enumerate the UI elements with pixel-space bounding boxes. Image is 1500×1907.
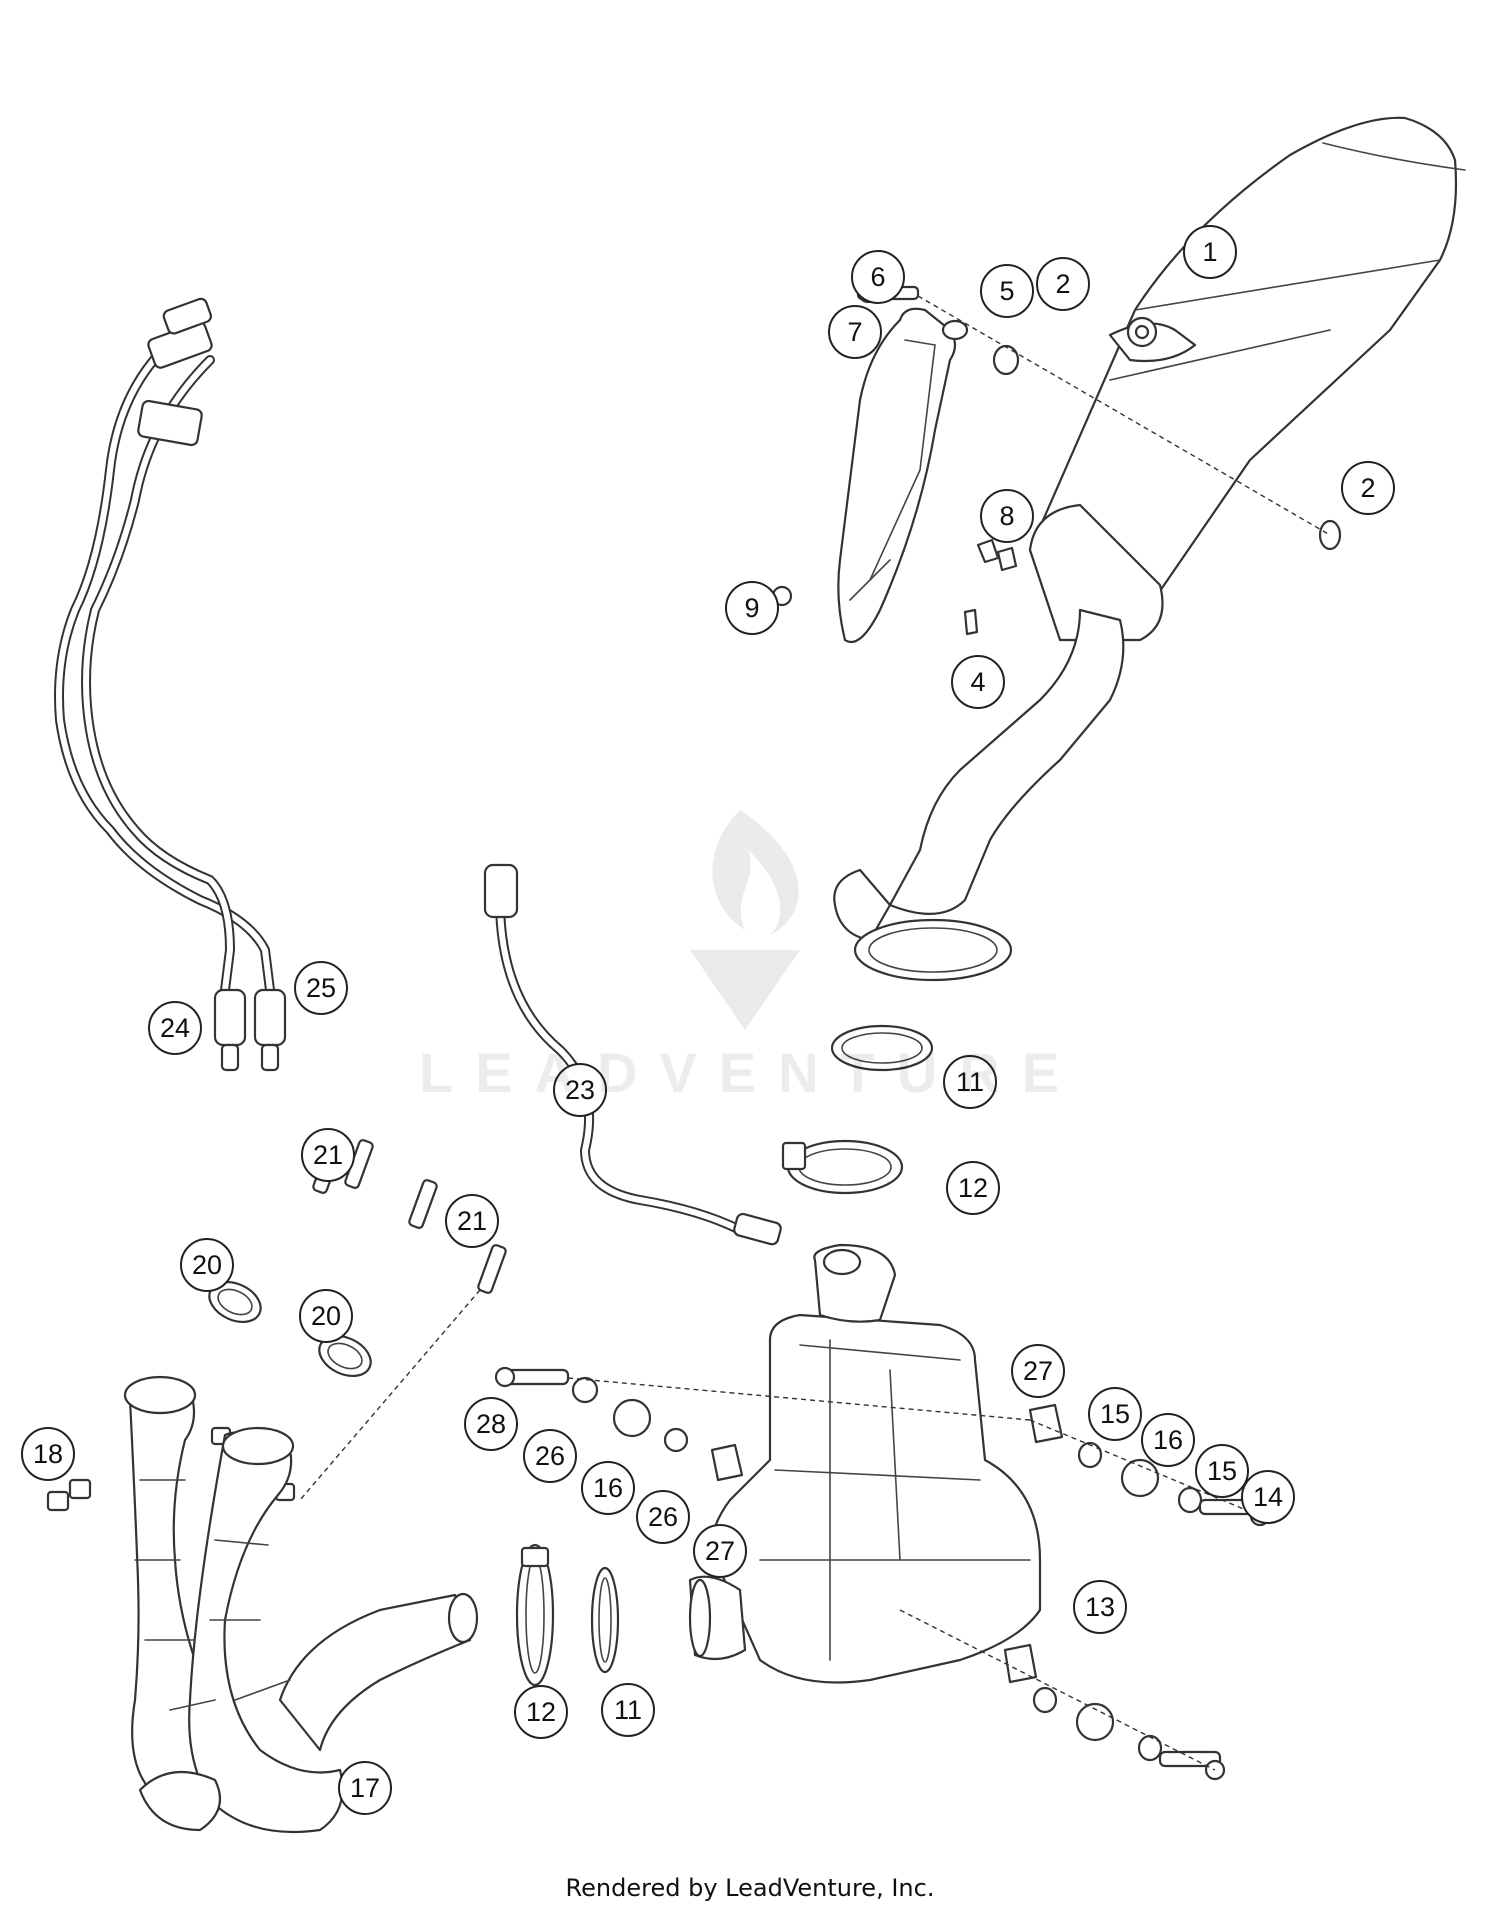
callout-8: 8 — [980, 489, 1034, 543]
svg-text:17: 17 — [350, 1773, 380, 1803]
svg-text:8: 8 — [999, 501, 1014, 531]
silencer-muffler — [1028, 116, 1466, 644]
gasket-and-clamp-lower — [515, 1543, 620, 1687]
svg-text:26: 26 — [535, 1441, 565, 1471]
callout-7: 7 — [828, 305, 882, 359]
callout-15b: 15 — [1195, 1444, 1249, 1498]
callout-17: 17 — [338, 1761, 392, 1815]
callout-14: 14 — [1241, 1470, 1295, 1524]
callout-12b: 12 — [514, 1685, 568, 1739]
leadventure-watermark-logo — [690, 810, 800, 1030]
svg-text:16: 16 — [593, 1473, 623, 1503]
callout-18: 18 — [21, 1427, 75, 1481]
svg-text:28: 28 — [476, 1409, 506, 1439]
svg-text:7: 7 — [847, 317, 862, 347]
svg-text:5: 5 — [999, 276, 1014, 306]
svg-text:1: 1 — [1202, 237, 1217, 267]
svg-text:2: 2 — [1360, 473, 1375, 503]
callout-25: 25 — [294, 961, 348, 1015]
callout-6: 6 — [851, 250, 905, 304]
svg-text:20: 20 — [192, 1250, 222, 1280]
callout-16b: 16 — [581, 1461, 635, 1515]
svg-text:27: 27 — [705, 1536, 735, 1566]
callout-5: 5 — [980, 264, 1034, 318]
svg-text:13: 13 — [1085, 1592, 1115, 1622]
svg-text:14: 14 — [1253, 1482, 1283, 1512]
svg-text:2: 2 — [1055, 269, 1070, 299]
svg-text:11: 11 — [614, 1695, 642, 1725]
svg-text:21: 21 — [313, 1140, 343, 1170]
svg-text:15: 15 — [1100, 1399, 1130, 1429]
part-callouts: 1 2 2 4 5 6 7 8 9 11 11 12 12 13 14 15 1… — [21, 225, 1395, 1815]
callout-9: 9 — [725, 581, 779, 635]
callout-4: 4 — [951, 655, 1005, 709]
callout-2b: 2 — [1341, 461, 1395, 515]
render-credit: Rendered by LeadVenture, Inc. — [565, 1874, 935, 1902]
svg-text:4: 4 — [970, 667, 985, 697]
callout-16: 16 — [1141, 1413, 1195, 1467]
callout-21: 21 — [301, 1128, 355, 1182]
pre-silencer-13 — [688, 1243, 1042, 1684]
callout-20b: 20 — [299, 1289, 353, 1343]
callout-12: 12 — [946, 1161, 1000, 1215]
callout-15: 15 — [1088, 1387, 1142, 1441]
callout-24: 24 — [148, 1001, 202, 1055]
callout-1: 1 — [1183, 225, 1237, 279]
svg-text:12: 12 — [526, 1697, 556, 1727]
link-pipe — [833, 608, 1125, 982]
gasket-and-clamp-upper — [781, 1024, 934, 1195]
callout-20: 20 — [180, 1238, 234, 1292]
callout-28: 28 — [464, 1397, 518, 1451]
watermark-text: LEADVENTURE — [418, 1041, 1082, 1104]
svg-text:24: 24 — [160, 1013, 190, 1043]
callout-23: 23 — [553, 1063, 607, 1117]
svg-text:20: 20 — [311, 1301, 341, 1331]
svg-text:23: 23 — [565, 1075, 595, 1105]
callout-27: 27 — [1011, 1344, 1065, 1398]
svg-text:16: 16 — [1153, 1425, 1183, 1455]
svg-text:12: 12 — [958, 1173, 988, 1203]
svg-text:11: 11 — [956, 1067, 984, 1097]
svg-text:18: 18 — [33, 1439, 63, 1469]
callout-11b: 11 — [601, 1683, 655, 1737]
callout-13: 13 — [1073, 1580, 1127, 1634]
svg-text:27: 27 — [1023, 1356, 1053, 1386]
svg-text:26: 26 — [648, 1502, 678, 1532]
callout-26: 26 — [523, 1429, 577, 1483]
callout-2: 2 — [1036, 257, 1090, 311]
callout-11: 11 — [943, 1055, 997, 1109]
svg-text:15: 15 — [1207, 1456, 1237, 1486]
svg-text:6: 6 — [870, 262, 885, 292]
svg-text:9: 9 — [744, 593, 759, 623]
svg-text:25: 25 — [306, 973, 336, 1003]
callout-27b: 27 — [693, 1524, 747, 1578]
callout-21b: 21 — [445, 1194, 499, 1248]
oxygen-sensor-cable-23 — [483, 863, 782, 1246]
callout-26b: 26 — [636, 1490, 690, 1544]
exhaust-header-17 — [123, 1375, 479, 1834]
svg-text:21: 21 — [457, 1206, 487, 1236]
oxygen-sensor-cables — [54, 297, 287, 1072]
